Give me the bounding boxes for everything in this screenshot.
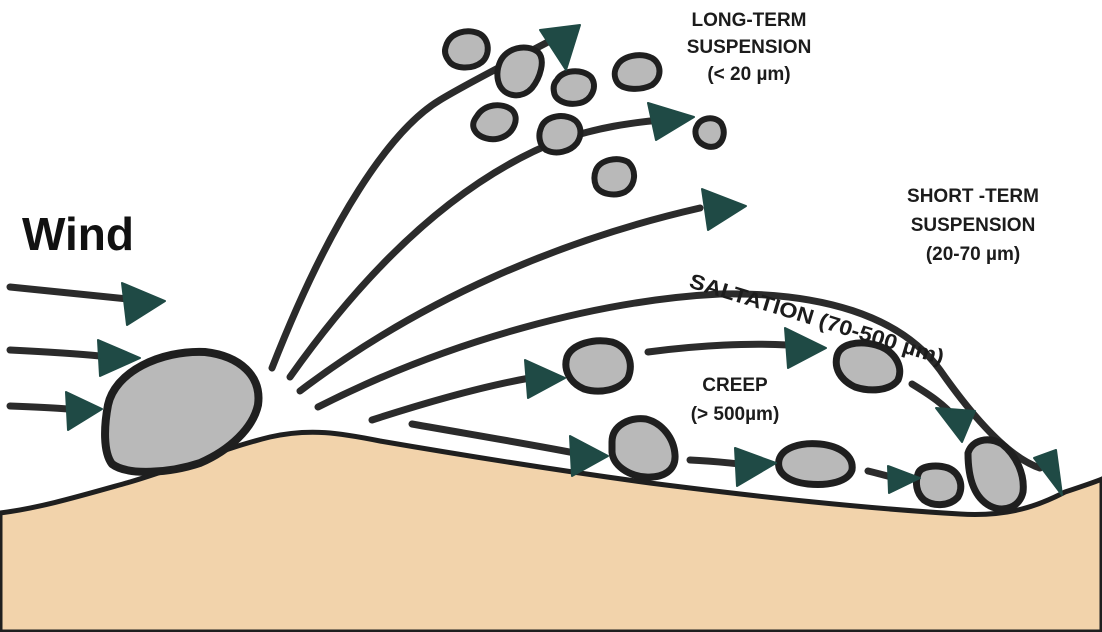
- arrowhead: [1034, 450, 1062, 495]
- wind-arrow-middle: [10, 350, 100, 356]
- grain: [539, 116, 580, 152]
- long-term-line-3: (< 20 µm): [707, 64, 790, 85]
- grain: [779, 444, 853, 485]
- long-term-line-2: SUSPENSION: [687, 37, 812, 58]
- flow-creep-2: [690, 460, 740, 464]
- short-term-label: SHORT -TERM SUSPENSION (20-70 µm): [907, 186, 1039, 265]
- arrowhead: [66, 392, 102, 430]
- grain: [595, 159, 635, 194]
- grain: [916, 466, 960, 505]
- arrowhead: [570, 436, 608, 476]
- long-term-line-1: LONG-TERM: [691, 10, 806, 31]
- grain: [612, 419, 675, 477]
- grain: [473, 105, 515, 139]
- short-term-line-2: SUSPENSION: [911, 215, 1036, 236]
- arrowhead: [936, 408, 975, 442]
- wind-arrow-bottom: [10, 406, 68, 409]
- arrowhead: [648, 103, 694, 140]
- flow-saltation-low: [372, 378, 530, 420]
- creep-label: CREEP (> 500µm): [691, 375, 780, 425]
- arrowhead: [122, 283, 165, 325]
- short-term-line-3: (20-70 µm): [926, 244, 1020, 265]
- short-term-line-1: SHORT -TERM: [907, 186, 1039, 207]
- grain: [497, 47, 541, 95]
- grain: [695, 118, 723, 146]
- grain: [554, 71, 594, 104]
- flow-saltation-mid: [648, 344, 788, 352]
- grain: [615, 55, 660, 89]
- arrowhead: [702, 189, 746, 230]
- creep-line-2: (> 500µm): [691, 404, 780, 425]
- wind-arrow-top: [10, 287, 128, 299]
- saltation-label: SALTATION (70-500 µm): [687, 270, 947, 369]
- grain: [445, 31, 488, 67]
- grain: [566, 341, 630, 391]
- arrowhead: [525, 360, 565, 398]
- arrowhead: [540, 25, 580, 70]
- long-term-label: LONG-TERM SUSPENSION (< 20 µm): [687, 10, 812, 85]
- arrowhead: [735, 448, 776, 486]
- flow-saltation-arc: [318, 294, 1040, 468]
- creep-line-1: CREEP: [702, 375, 768, 396]
- arrowhead: [785, 328, 826, 368]
- wind-title: Wind: [22, 208, 134, 260]
